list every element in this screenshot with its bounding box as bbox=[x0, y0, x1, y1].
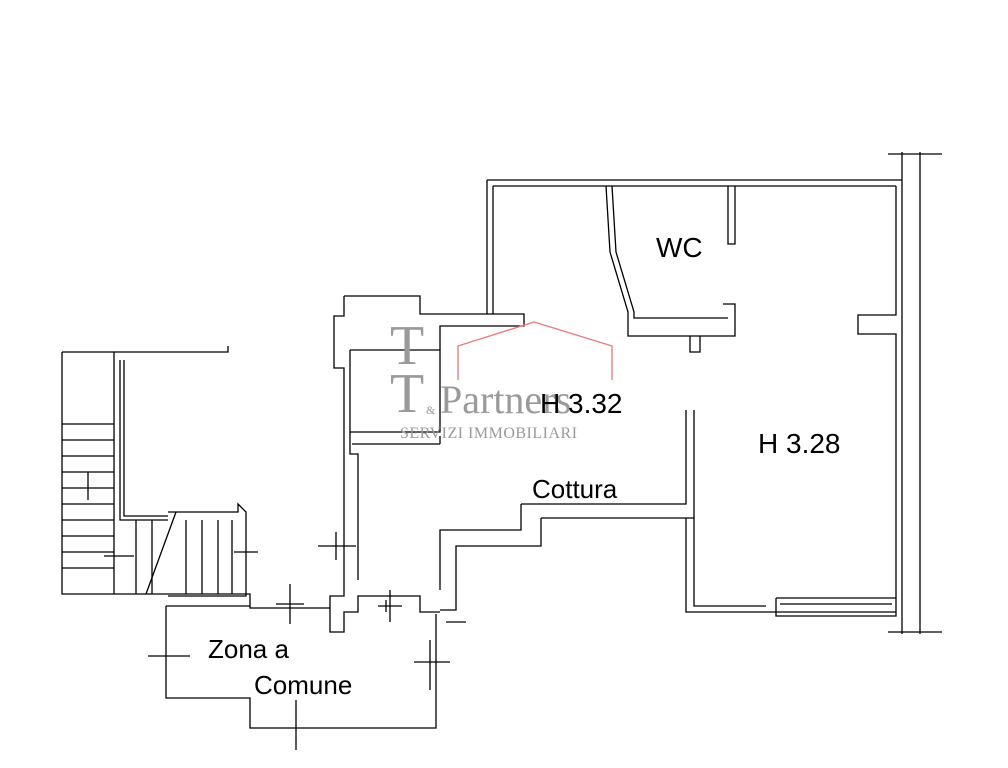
wc-wall-left bbox=[605, 185, 736, 337]
room-label-wc: WC bbox=[656, 232, 703, 263]
wall-corner-block bbox=[344, 295, 525, 350]
wall-left-column bbox=[333, 296, 345, 580]
room-label-h332: H 3.32 bbox=[540, 388, 623, 419]
watermark-ampersand: & bbox=[426, 403, 436, 417]
stair-diagonal bbox=[145, 511, 177, 595]
wall-kitchen-step-2 bbox=[439, 504, 522, 590]
stair-outer-2 bbox=[114, 346, 229, 353]
wall-right-inner bbox=[857, 186, 897, 598]
room-label-cottura: Cottura bbox=[532, 474, 618, 504]
wc-wall-right bbox=[727, 186, 736, 245]
wc-wall-left-inner bbox=[611, 185, 728, 319]
wall-left-column-inner bbox=[349, 349, 441, 433]
walls bbox=[61, 152, 942, 750]
wall-kitchen-step-4 bbox=[440, 518, 542, 611]
wall-bottom-right bbox=[685, 518, 896, 613]
room-label-zona-line1: Zona a bbox=[208, 634, 289, 664]
room-label-h328: H 3.28 bbox=[758, 428, 841, 459]
stair-wall-inner bbox=[119, 360, 168, 521]
wall-entrance bbox=[329, 580, 440, 633]
wc-wall-bottom-stub bbox=[689, 336, 701, 353]
wall-kitchen-step bbox=[521, 410, 687, 505]
wall-bottom-right-balcony bbox=[775, 597, 897, 617]
watermark-brand: Partners bbox=[440, 377, 572, 422]
watermark-tagline: SERVIZI IMMOBILIARI bbox=[400, 425, 578, 442]
wall-inner-step bbox=[349, 432, 359, 580]
stair-wall-inner-2 bbox=[123, 360, 168, 517]
watermark-roof bbox=[457, 321, 613, 380]
wall-common-area bbox=[165, 606, 437, 729]
stair-right-block bbox=[168, 502, 247, 597]
wall-bottom-right-inner bbox=[693, 518, 766, 607]
room-label-zona-line2: Comune bbox=[254, 670, 353, 700]
watermark-letter-top: T bbox=[390, 315, 425, 377]
watermark-letter-bottom: T bbox=[390, 363, 425, 425]
